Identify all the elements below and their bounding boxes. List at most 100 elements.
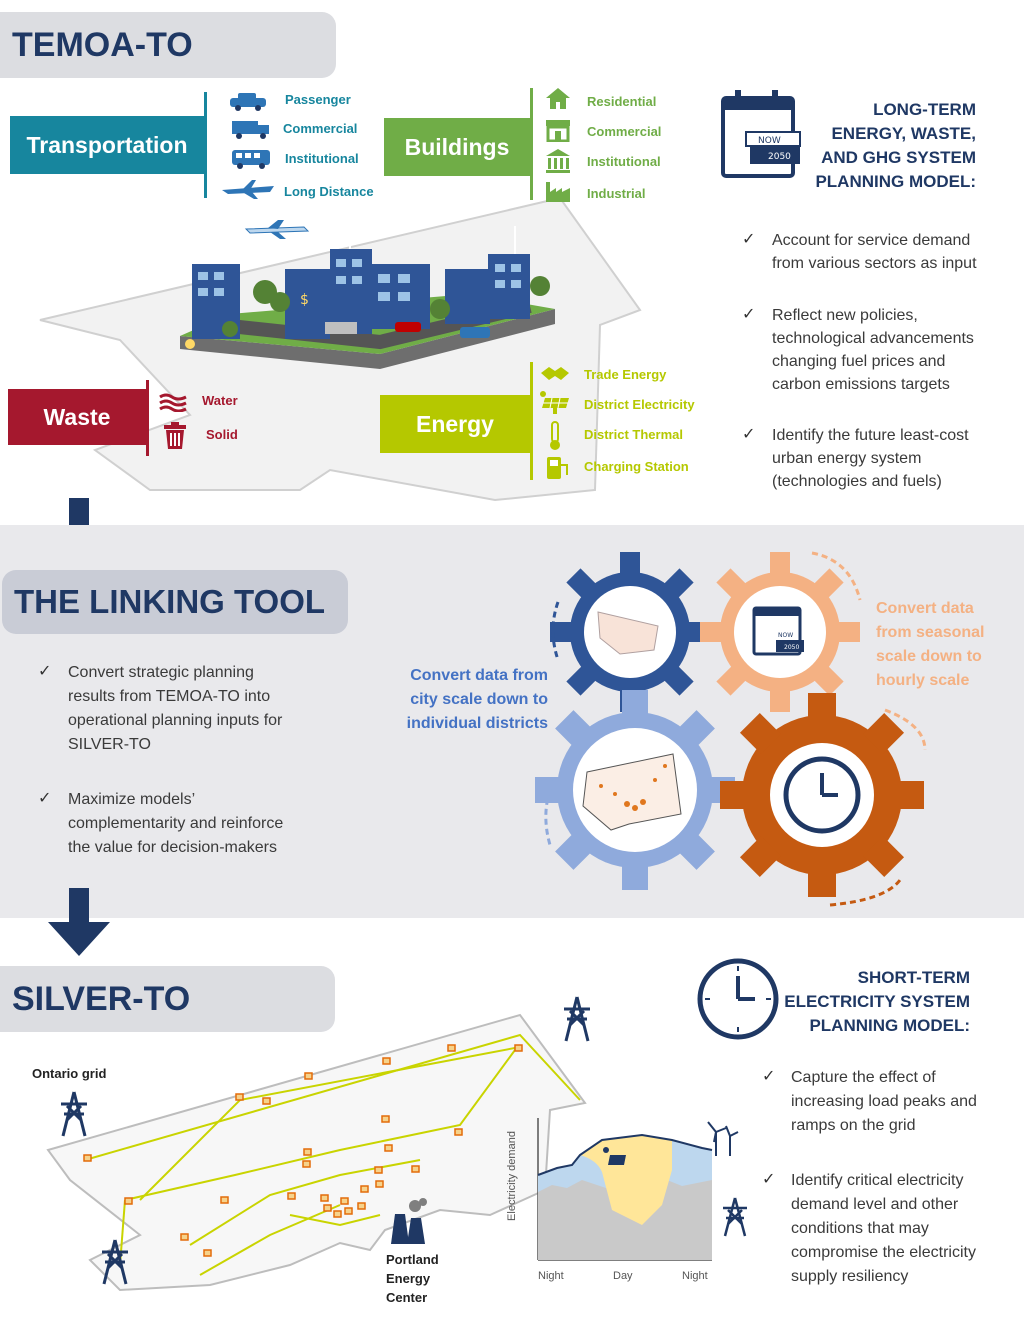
check-icon: ✓ [38,663,52,680]
energy-divider [530,362,533,480]
gear-light-blue [530,648,777,910]
toronto-grid-map [46,1013,587,1292]
temoa-title: TEMOA-TO [0,12,336,78]
waste-divider [146,380,149,456]
long-term-title-line: LONG-TERM [873,100,976,119]
temoa-bullet-1: Account for service demand from various … [772,229,977,275]
gear-peach: NOW 2050 [666,550,894,746]
gear-dark-blue [530,550,744,746]
chart-xtick-night-2: Night [682,1270,708,1282]
institution-icon [546,149,570,173]
transportation-box: Transportation [10,116,204,174]
bullet-line: urban energy system [772,450,922,467]
building-item-industrial: Industrial [587,186,646,201]
truck-icon [232,121,269,139]
shop-icon [546,120,570,142]
bullet-line: conditions that may [791,1220,929,1237]
linking-bullet-1: Convert strategic planning results from … [68,661,282,757]
bullet-line: from various sectors as input [772,255,977,272]
house-icon [546,88,570,109]
linking-bullet-2: Maximize models’ complementarity and rei… [68,788,283,860]
bullet-line: technological advancements [772,330,974,347]
bullet-line: complementarity and reinforce [68,815,284,832]
short-term-title-line: ELECTRICITY SYSTEM [784,992,970,1011]
handshake-icon [541,367,569,380]
chart-ylabel: Electricity demand [506,1131,518,1221]
check-icon: ✓ [762,1068,776,1085]
airplane-icon [222,180,274,199]
label-line: Portland [386,1252,439,1267]
city-illustration: $ [180,224,555,369]
trash-bin-icon [164,422,186,449]
transport-item-passenger: Passenger [285,92,351,107]
calendar-year-text: 2050 [768,152,791,162]
short-term-model-title: SHORT-TERM ELECTRICITY SYSTEM PLANNING M… [750,966,970,1038]
short-term-title-line: PLANNING MODEL: [809,1016,970,1035]
waste-item-solid: Solid [206,427,238,442]
bullet-line: supply resiliency [791,1268,909,1285]
bullet-line: changing fuel prices and [772,353,946,370]
label-line: Energy [386,1271,431,1286]
temoa-bullet-3: Identify the future least-cost urban ene… [772,424,969,493]
chart-xtick-night-1: Night [538,1270,564,1282]
label-line: individual districts [406,715,548,732]
label-line: from seasonal [876,624,985,641]
solar-panel-icon [540,391,569,414]
linking-title: THE LINKING TOOL [2,570,348,634]
long-term-title-line: ENERGY, WASTE, [831,124,976,143]
temporal-conversion-label: Convert data from seasonal scale down to… [876,597,1016,693]
wind-turbine-icon [707,1121,739,1156]
power-tower-icon [723,1197,747,1237]
bullet-line: Capture the effect of [791,1069,936,1086]
long-term-title-line: PLANNING MODEL: [815,172,976,191]
label-line: city scale down to [410,691,548,708]
portland-energy-center-label: Portland Energy Center [386,1250,439,1307]
transport-item-long-distance: Long Distance [284,184,374,199]
bullet-line: SILVER-TO [68,736,151,753]
label-line: scale down to [876,648,982,665]
plane-illustration [244,220,310,239]
power-tower-icon [564,996,590,1042]
clock-icon [697,958,779,1040]
demand-base-area [538,1178,712,1260]
silver-bullet-2: Identify critical electricity demand lev… [791,1169,976,1289]
calendar-now-text: NOW [758,136,781,146]
bullet-line: Convert strategic planning [68,664,254,681]
energy-box: Energy [380,395,530,453]
bullet-line: carbon emissions targets [772,376,950,393]
bullet-line: Identify critical electricity [791,1172,964,1189]
gear-calendar-now-text: NOW [778,632,793,639]
transport-item-commercial: Commercial [283,121,358,136]
transport-item-institutional: Institutional [285,151,359,166]
down-arrow-icon [48,888,110,956]
water-wave-icon [159,393,187,412]
chart-xtick-day: Day [613,1270,633,1282]
bullet-line: compromise the electricity [791,1244,976,1261]
bullet-line: demand level and other [791,1196,959,1213]
building-item-commercial: Commercial [587,124,662,139]
gears-diagram: NOW 2050 [530,550,930,910]
buildings-divider [530,88,533,200]
waste-item-water: Water [202,393,238,408]
bullet-line: operational planning inputs for [68,712,283,729]
bullet-line: Reflect new policies, [772,307,918,324]
label-line: hourly scale [876,672,970,689]
check-icon: ✓ [762,1171,776,1188]
bullet-line: ramps on the grid [791,1117,916,1134]
bullet-line: Maximize models’ [68,791,196,808]
check-icon: ✓ [742,231,756,248]
check-icon: ✓ [742,306,756,323]
label-line: Convert data from [410,667,548,684]
energy-item-charging-station: Charging Station [584,459,689,474]
long-term-title-line: AND GHG SYSTEM [821,148,976,167]
buildings-box: Buildings [384,118,530,176]
building-item-institutional: Institutional [587,154,661,169]
calendar-icon: NOW 2050 [721,90,801,178]
ontario-grid-label: Ontario grid [32,1066,107,1081]
short-term-title-line: SHORT-TERM [857,968,970,987]
gear-orange [677,650,930,910]
gear-calendar-year-text: 2050 [784,644,799,651]
demand-solar-area [580,1135,672,1225]
energy-item-trade-energy: Trade Energy [584,367,667,382]
waste-box: Waste [8,389,146,445]
